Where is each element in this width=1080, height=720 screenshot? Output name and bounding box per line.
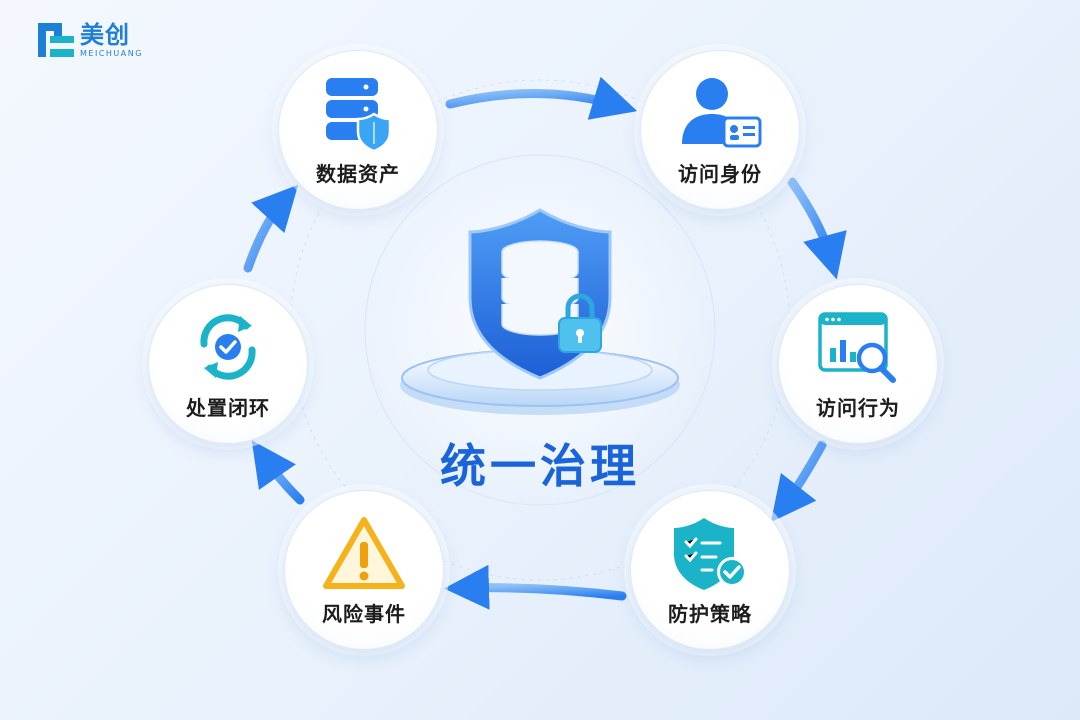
node-handling-loop: 处置闭环	[148, 284, 308, 444]
database-shield-icon	[326, 77, 392, 152]
center-title: 统一治理	[440, 439, 640, 493]
node-risk-events: 风险事件	[284, 490, 444, 650]
user-id-card-icon	[682, 77, 762, 147]
node-label: 数据资产	[316, 161, 400, 186]
node-access-behavior: 访问行为	[778, 284, 938, 444]
node-label: 防护策略	[668, 601, 752, 626]
node-label: 处置闭环	[186, 395, 270, 420]
warning-triangle-icon	[323, 516, 405, 589]
node-label: 访问身份	[678, 161, 762, 186]
node-label: 风险事件	[322, 601, 406, 626]
node-protection-policy: 防护策略	[630, 490, 790, 650]
shield-checklist-icon	[674, 517, 747, 590]
brand-mark-icon	[38, 23, 74, 57]
node-data-assets: 数据资产	[278, 50, 438, 210]
center-graphic	[400, 208, 680, 415]
refresh-check-icon	[200, 313, 256, 380]
brand-name: 美创	[80, 20, 130, 49]
node-label: 访问行为	[816, 395, 900, 420]
cycle-arrows	[243, 76, 847, 610]
browser-chart-magnifier-icon	[818, 311, 896, 383]
brand-logo: 美创 MEICHUANG	[36, 20, 143, 60]
brand-name-en: MEICHUANG	[80, 48, 143, 58]
node-access-identity: 访问身份	[640, 50, 800, 210]
